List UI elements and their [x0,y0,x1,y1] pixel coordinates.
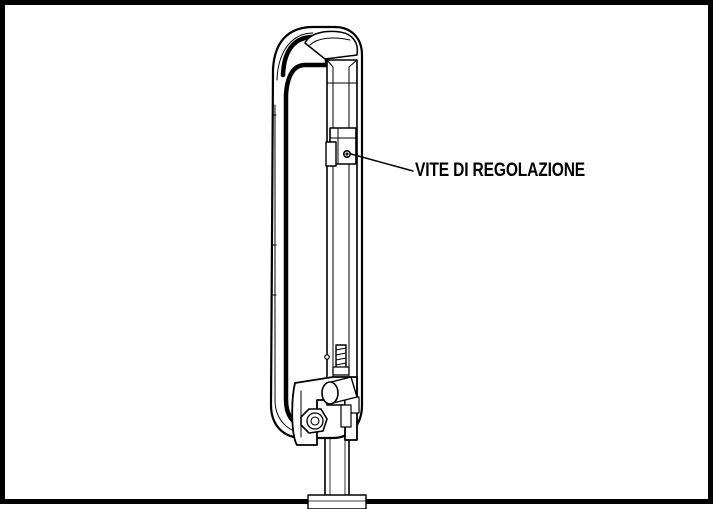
cylindrical-pin [321,376,358,405]
support-post [307,429,367,509]
threaded-stud [324,344,350,376]
mechanical-drawing [269,25,414,509]
hex-bolt [300,408,328,434]
top-cap [304,30,359,60]
callout-leader-line [350,153,414,172]
adjustment-screw [342,150,351,159]
callout-label-adjustment-screw: VITE DI REGOLAZIONE [415,160,586,181]
adjustment-block [325,127,357,167]
